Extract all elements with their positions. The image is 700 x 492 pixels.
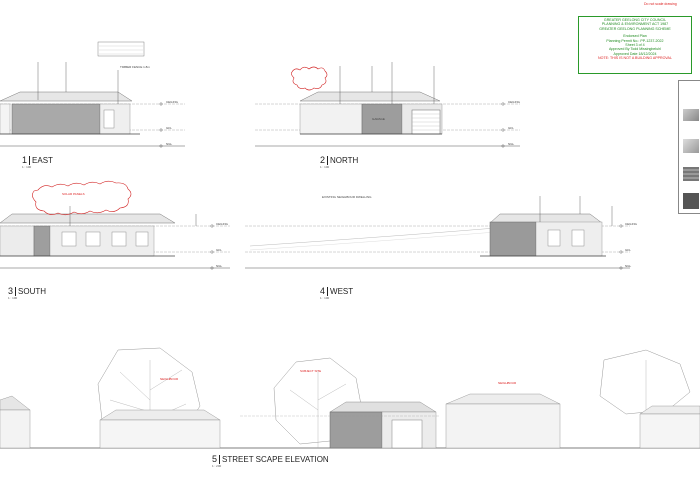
stamp-line-4: Endorsed Plan bbox=[623, 34, 647, 39]
stamp-line-1: GREATER GEELONG CITY COUNCIL bbox=[603, 18, 667, 22]
materials-sidebar bbox=[678, 80, 700, 214]
west-level-ngl: NGL bbox=[625, 264, 632, 268]
view-name-west: WEST bbox=[330, 287, 354, 296]
west-elevation bbox=[245, 196, 630, 270]
stamp-line-7: Approved By Todd Missingbeluhl bbox=[608, 47, 662, 52]
view-number-east: 1 bbox=[22, 155, 28, 165]
material-swatch-3 bbox=[683, 167, 699, 181]
east-level-ceiling: CEILING bbox=[166, 100, 179, 104]
corner-note: Do not scale drawing bbox=[644, 2, 677, 6]
east-elevation bbox=[0, 41, 185, 148]
south-level-gfl: GFL bbox=[216, 248, 222, 252]
view-title-north: 2 NORTH 1 : 100 bbox=[320, 155, 358, 169]
west-level-gfl: GFL bbox=[625, 248, 631, 252]
material-swatch-1 bbox=[683, 109, 699, 121]
north-level-ngl: NGL bbox=[508, 142, 515, 146]
north-annotation: GARAGE bbox=[372, 117, 385, 121]
view-scale-east: 1 : 100 bbox=[22, 165, 32, 169]
north-level-gfl: GFL bbox=[508, 126, 514, 130]
stamp-line-5: Planning Permit No.: PP-1237-2022 bbox=[606, 38, 664, 43]
view-name-south: SOUTH bbox=[18, 287, 47, 296]
view-name-east: EAST bbox=[32, 156, 53, 165]
view-scale-west: 1 : 100 bbox=[320, 296, 330, 300]
material-swatch-4 bbox=[683, 193, 699, 209]
street-scape-elevation bbox=[0, 347, 700, 449]
view-scale-south: 1 : 100 bbox=[8, 296, 18, 300]
view-title-street: 5 STREET SCAPE ELEVATION 1 : 200 bbox=[212, 454, 329, 468]
stamp-line-9: NOTE: THIS IS NOT A BUILDING APPROVAL bbox=[598, 56, 672, 61]
view-name-north: NORTH bbox=[330, 156, 359, 165]
south-cloud-annotation: SOLAR PANELS bbox=[62, 192, 85, 196]
south-level-ngl: NGL bbox=[216, 264, 223, 268]
east-level-gfl: GFL bbox=[166, 126, 172, 130]
north-level-ceiling: CEILING bbox=[508, 100, 521, 104]
council-endorsement-stamp: GREATER GEELONG CITY COUNCIL PLANNING & … bbox=[578, 16, 692, 74]
stamp-line-6: Sheet 3 of 4 bbox=[625, 43, 645, 48]
view-title-south: 3 SOUTH 1 : 100 bbox=[8, 286, 46, 300]
material-swatch-2 bbox=[683, 139, 699, 153]
street-neighbour-right-label: NEIGHBOUR bbox=[498, 381, 517, 385]
view-title-west: 4 WEST 1 : 100 bbox=[320, 286, 353, 300]
stamp-line-8: Approved Date 18/12/2024 bbox=[613, 51, 657, 56]
east-annotation: TIMBER FENCE 1.8m bbox=[120, 65, 150, 69]
street-subject-label: SUBJECT SITE bbox=[300, 369, 322, 373]
view-number-west: 4 bbox=[320, 286, 326, 296]
north-elevation bbox=[255, 62, 520, 148]
west-level-ceiling: CEILING bbox=[625, 222, 638, 226]
view-name-street: STREET SCAPE ELEVATION bbox=[222, 455, 329, 464]
east-level-ngl: NGL bbox=[166, 142, 173, 146]
view-number-street: 5 bbox=[212, 454, 218, 464]
street-neighbour-left-label: NEIGHBOUR bbox=[160, 377, 179, 381]
view-scale-street: 1 : 200 bbox=[212, 464, 222, 468]
south-elevation bbox=[0, 180, 230, 270]
west-annotation: EXISTING NEIGHBOUR DWELLING bbox=[322, 195, 372, 199]
view-title-east: 1 EAST 1 : 100 bbox=[22, 155, 53, 169]
view-scale-north: 1 : 100 bbox=[320, 165, 330, 169]
view-number-south: 3 bbox=[8, 286, 14, 296]
stamp-line-2: PLANNING & ENVIRONMENT ACT 1987 bbox=[601, 22, 669, 27]
view-number-north: 2 bbox=[320, 155, 326, 165]
stamp-line-3: GREATER GEELONG PLANNING SCHEME bbox=[599, 26, 671, 31]
south-level-ceiling: CEILING bbox=[216, 222, 229, 226]
